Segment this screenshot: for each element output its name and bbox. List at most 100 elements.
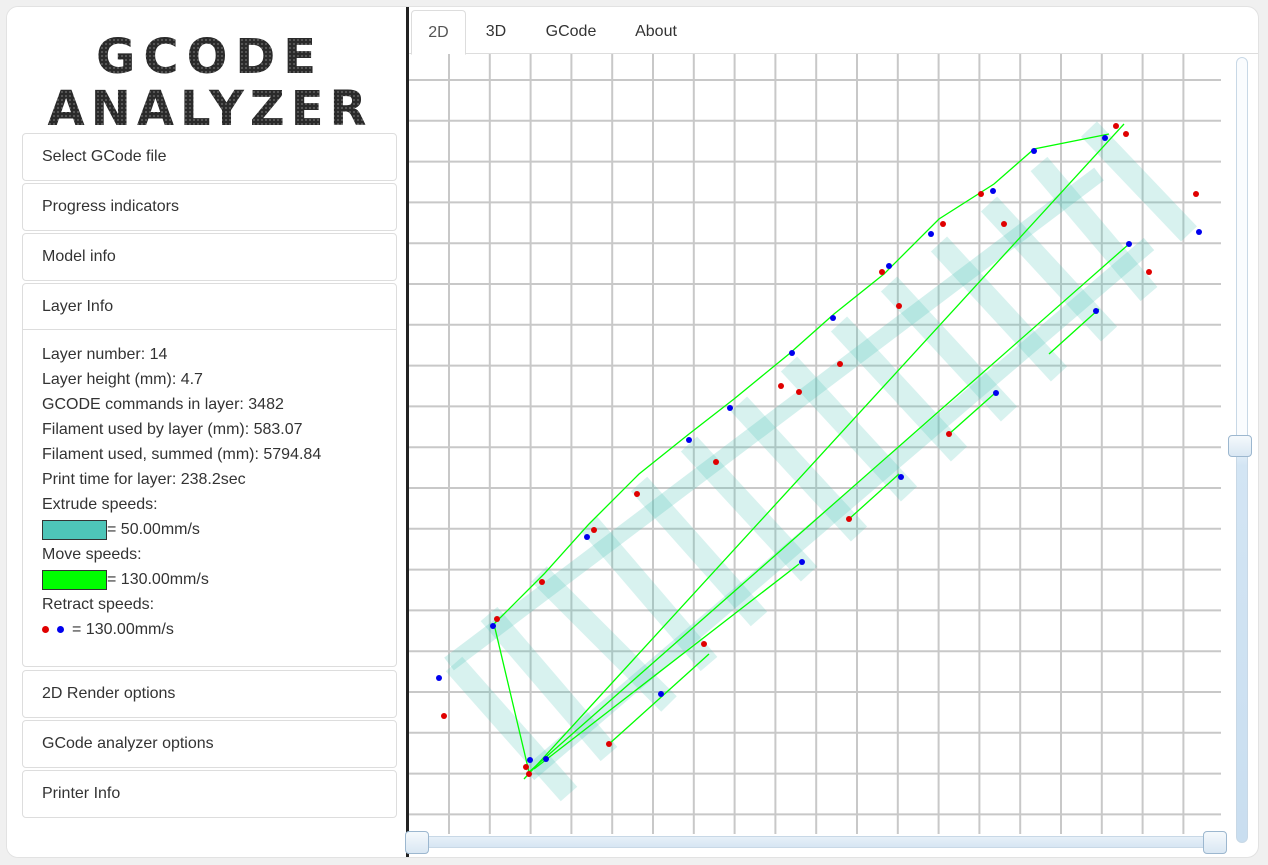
unretract-dot: [686, 437, 692, 443]
tab-about[interactable]: About: [635, 23, 677, 40]
retract-dot: [539, 579, 545, 585]
layer-info-body: Layer number: 14 Layer height (mm): 4.7 …: [23, 330, 396, 652]
panel-printer-info[interactable]: Printer Info: [22, 770, 397, 818]
panel-2d-render-options[interactable]: 2D Render options: [22, 670, 397, 718]
travel-path: [533, 563, 800, 770]
range-slider-start-handle[interactable]: [405, 831, 429, 854]
extrusion-band: [523, 237, 1155, 781]
unretract-dot: [993, 390, 999, 396]
retract-dot: [879, 269, 885, 275]
panel-heading[interactable]: Layer Info: [23, 284, 396, 330]
extrude-speed-legend: = 50.00mm/s: [42, 517, 377, 542]
filament-used-summed: Filament used, summed (mm): 5794.84: [42, 446, 322, 463]
travel-move-paths: [493, 123, 1130, 780]
main-area: 2D 3D GCode About: [405, 7, 1258, 857]
filament-used-layer: Filament used by layer (mm): 583.07: [42, 421, 303, 438]
unretract-dot: [990, 188, 996, 194]
unretract-dot: [898, 474, 904, 480]
move-speed-legend: = 130.00mm/s: [42, 567, 377, 592]
extrusion-bar: [680, 436, 818, 582]
travel-path: [848, 473, 900, 520]
retract-dot: [778, 383, 784, 389]
tab-bar: 2D 3D GCode About: [409, 7, 1258, 55]
extrusion-bar: [780, 356, 918, 502]
gcode-commands-count: GCODE commands in layer: 3482: [42, 396, 284, 413]
render-canvas-2d[interactable]: [409, 54, 1229, 834]
unretract-dot: [1102, 135, 1108, 141]
retract-markers: [436, 123, 1202, 777]
unretract-dot: [584, 534, 590, 540]
panel-heading[interactable]: Model info: [23, 234, 396, 280]
tab-3d[interactable]: 3D: [485, 23, 507, 40]
splitter[interactable]: [406, 7, 409, 857]
layer-slider-handle[interactable]: [1228, 435, 1252, 457]
panel-heading[interactable]: Progress indicators: [23, 184, 396, 230]
unretract-dot: [527, 757, 533, 763]
unretract-dot: [830, 315, 836, 321]
move-speeds-label: Move speeds:: [42, 546, 142, 563]
tab-gcode[interactable]: GCode: [545, 23, 597, 40]
tab-2d[interactable]: 2D: [411, 10, 466, 55]
extrusion-bar: [445, 656, 578, 802]
unretract-dot: [1126, 241, 1132, 247]
travel-path: [523, 123, 1125, 780]
panel-heading[interactable]: Printer Info: [23, 771, 396, 817]
retract-dot: [796, 389, 802, 395]
retract-dot: [1001, 221, 1007, 227]
app-frame: GCODE ANALYZER Select GCode file Progres…: [6, 6, 1259, 858]
move-color-swatch: [42, 569, 107, 590]
retract-dot: [978, 191, 984, 197]
extrusion-bar: [980, 196, 1118, 342]
grid: [409, 54, 1221, 834]
retract-dot: [1123, 131, 1129, 137]
unretract-dot: [1196, 229, 1202, 235]
unretract-dot: [1093, 308, 1099, 314]
extrusion-bar: [930, 236, 1068, 382]
extrusion-bar: [880, 276, 1018, 422]
panel-select-gcode-file[interactable]: Select GCode file: [22, 133, 397, 181]
panel-heading[interactable]: GCode analyzer options: [23, 721, 396, 767]
retract-speed-legend: = 130.00mm/s: [42, 617, 377, 642]
travel-path: [493, 133, 1110, 773]
retract-dot: [634, 491, 640, 497]
unretract-dot: [490, 623, 496, 629]
layer-height: Layer height (mm): 4.7: [42, 371, 203, 388]
retract-dot: [441, 713, 447, 719]
unretract-dot: [928, 231, 934, 237]
retract-dot: [946, 431, 952, 437]
retract-dot: [837, 361, 843, 367]
panel-heading[interactable]: 2D Render options: [23, 671, 396, 717]
layer-number: Layer number: 14: [42, 346, 168, 363]
travel-path: [528, 243, 1130, 773]
range-slider-track[interactable]: [411, 836, 1221, 848]
travel-path: [1048, 308, 1100, 355]
panel-layer-info: Layer Info Layer number: 14 Layer height…: [22, 283, 397, 667]
unretract-dot: [543, 756, 549, 762]
panel-gcode-analyzer-options[interactable]: GCode analyzer options: [22, 720, 397, 768]
range-slider-end-handle[interactable]: [1203, 831, 1227, 854]
panel-progress-indicators[interactable]: Progress indicators: [22, 183, 397, 231]
extrusion-band: [444, 167, 1104, 671]
panel-heading[interactable]: Select GCode file: [23, 134, 396, 180]
retract-dot: [523, 764, 529, 770]
unretract-dot-icon: [57, 626, 64, 633]
panel-model-info[interactable]: Model info: [22, 233, 397, 281]
move-speed-value: = 130.00mm/s: [107, 571, 209, 588]
retract-dot: [1113, 123, 1119, 129]
print-time: Print time for layer: 238.2sec: [42, 471, 246, 488]
extrusion-bar: [1030, 156, 1158, 302]
extrusion-bar: [830, 316, 968, 462]
retract-dot: [940, 221, 946, 227]
retract-speeds-label: Retract speeds:: [42, 596, 155, 613]
travel-path: [608, 653, 710, 745]
sidebar: GCODE ANALYZER Select GCode file Progres…: [7, 7, 408, 857]
extrusion-paths: [444, 121, 1197, 802]
unretract-dot: [1031, 148, 1037, 154]
extrude-speed-value: = 50.00mm/s: [107, 521, 200, 538]
unretract-dot: [658, 691, 664, 697]
unretract-dot: [886, 263, 892, 269]
retract-dot: [701, 641, 707, 647]
retract-dot: [591, 527, 597, 533]
extrusion-bar: [730, 396, 868, 542]
extrusion-bar: [480, 606, 618, 762]
